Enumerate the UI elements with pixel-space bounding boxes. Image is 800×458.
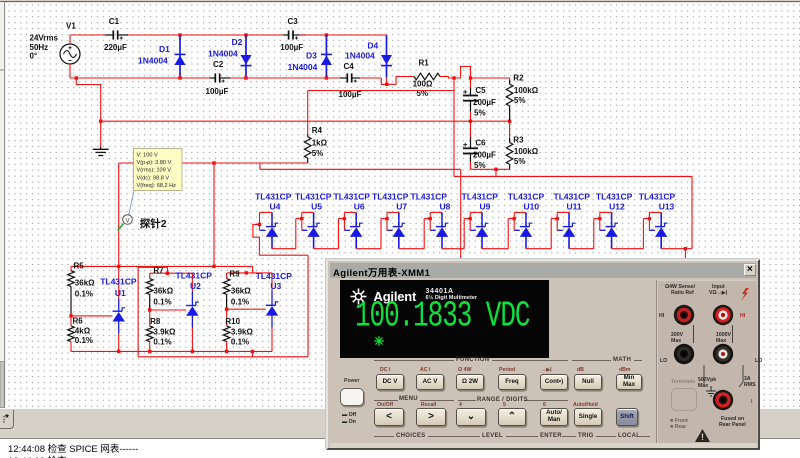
svg-text:V(freq): 68.2 Hz: V(freq): 68.2 Hz	[137, 183, 177, 189]
svg-text:36kΩ: 36kΩ	[153, 286, 173, 295]
svg-text:V: V	[125, 219, 129, 225]
svg-text:R6: R6	[73, 316, 84, 325]
svg-text:1kΩ: 1kΩ	[312, 138, 328, 147]
svg-text:220µF: 220µF	[104, 43, 127, 52]
svg-text:5%: 5%	[474, 161, 486, 170]
svg-text:探针2: 探针2	[140, 217, 167, 230]
svg-text:3.9kΩ: 3.9kΩ	[231, 327, 254, 336]
svg-text:R1: R1	[419, 58, 430, 67]
svg-text:TL431CP: TL431CP	[295, 192, 332, 202]
svg-text:R10: R10	[225, 317, 240, 326]
svg-text:TL431CP: TL431CP	[462, 192, 499, 202]
svg-text:U5: U5	[311, 202, 322, 212]
svg-text:R9: R9	[229, 270, 240, 279]
svg-text:U6: U6	[354, 202, 365, 212]
svg-text:5%: 5%	[474, 108, 486, 117]
svg-text:TL431CP: TL431CP	[596, 192, 633, 202]
svg-text:C1: C1	[109, 17, 120, 26]
svg-text:24Vrms: 24Vrms	[30, 34, 59, 43]
svg-text:U7: U7	[396, 202, 407, 212]
svg-text:R5: R5	[74, 262, 85, 271]
svg-text:D1: D1	[159, 44, 170, 54]
svg-text:TL431CP: TL431CP	[100, 277, 137, 287]
svg-text:C4: C4	[344, 62, 355, 71]
svg-text:200µF: 200µF	[473, 98, 496, 107]
svg-text:3.9kΩ: 3.9kΩ	[153, 327, 176, 336]
svg-text:U8: U8	[440, 202, 451, 212]
svg-text:R2: R2	[513, 74, 524, 83]
svg-text:1N4004: 1N4004	[138, 55, 168, 65]
svg-text:36kΩ: 36kΩ	[231, 286, 251, 295]
svg-text:1N4004: 1N4004	[208, 48, 238, 58]
svg-text:100Ω: 100Ω	[413, 79, 433, 88]
svg-text:TL431CP: TL431CP	[256, 271, 293, 281]
svg-text:U12: U12	[609, 202, 625, 212]
svg-text:U2: U2	[190, 281, 201, 291]
svg-text:200µF: 200µF	[473, 151, 496, 160]
svg-text:100µF: 100µF	[339, 90, 362, 99]
svg-text:100µF: 100µF	[206, 87, 229, 96]
svg-text:R3: R3	[513, 136, 524, 145]
svg-text:U13: U13	[659, 202, 675, 212]
svg-text:0.1%: 0.1%	[231, 337, 249, 346]
svg-text:0.1%: 0.1%	[231, 298, 249, 307]
svg-text:R4: R4	[312, 126, 323, 135]
svg-text:TL431CP: TL431CP	[639, 192, 676, 202]
svg-text:D4: D4	[367, 40, 378, 50]
svg-text:R7: R7	[153, 266, 164, 275]
svg-text:1N4004: 1N4004	[345, 51, 375, 61]
svg-text:U11: U11	[567, 202, 582, 212]
svg-text:C6: C6	[475, 139, 486, 148]
svg-text:TL431CP: TL431CP	[334, 192, 371, 202]
svg-text:U10: U10	[524, 202, 540, 212]
svg-text:V(p-p): 3.80 V: V(p-p): 3.80 V	[137, 160, 172, 166]
svg-text:D2: D2	[232, 37, 243, 47]
svg-text:5%: 5%	[312, 149, 324, 158]
svg-text:0.1%: 0.1%	[153, 337, 171, 346]
svg-text:TL431CP: TL431CP	[508, 192, 545, 202]
svg-text:U9: U9	[480, 202, 491, 212]
svg-text:C2: C2	[213, 60, 224, 69]
svg-text:5%: 5%	[514, 157, 526, 166]
svg-text:V(dc): 98.8 V: V(dc): 98.8 V	[137, 175, 170, 181]
svg-text:U4: U4	[270, 202, 281, 212]
svg-text:V(rms): 109 V: V(rms): 109 V	[137, 168, 172, 174]
svg-text:C3: C3	[288, 17, 299, 26]
svg-text:TL431CP: TL431CP	[255, 192, 292, 202]
svg-text:V: 100 V: V: 100 V	[137, 153, 159, 159]
svg-text:TL431CP: TL431CP	[554, 192, 591, 202]
svg-text:100kΩ: 100kΩ	[514, 86, 539, 95]
svg-text:D3: D3	[306, 51, 317, 61]
svg-text:0°: 0°	[30, 51, 38, 60]
svg-text:4kΩ: 4kΩ	[75, 326, 91, 335]
svg-text:0.1%: 0.1%	[75, 290, 93, 299]
svg-text:!: !	[701, 432, 704, 442]
svg-text:36kΩ: 36kΩ	[75, 278, 95, 287]
svg-text:5%: 5%	[514, 96, 526, 105]
svg-text:100kΩ: 100kΩ	[514, 147, 539, 156]
svg-text:U1: U1	[115, 288, 126, 298]
svg-text:1N4004: 1N4004	[288, 62, 318, 72]
svg-text:U3: U3	[270, 281, 281, 291]
svg-text:50Hz: 50Hz	[30, 43, 49, 52]
svg-text:TL431CP: TL431CP	[372, 192, 409, 202]
svg-text:TL431CP: TL431CP	[411, 192, 448, 202]
svg-text:0.1%: 0.1%	[75, 336, 93, 345]
svg-text:V1: V1	[66, 22, 76, 31]
svg-text:TL431CP: TL431CP	[176, 270, 213, 280]
svg-text:5%: 5%	[417, 89, 429, 98]
svg-text:R8: R8	[150, 317, 161, 326]
svg-text:100µF: 100µF	[280, 43, 303, 52]
svg-text:C5: C5	[475, 86, 486, 95]
svg-text:0.1%: 0.1%	[153, 298, 171, 307]
